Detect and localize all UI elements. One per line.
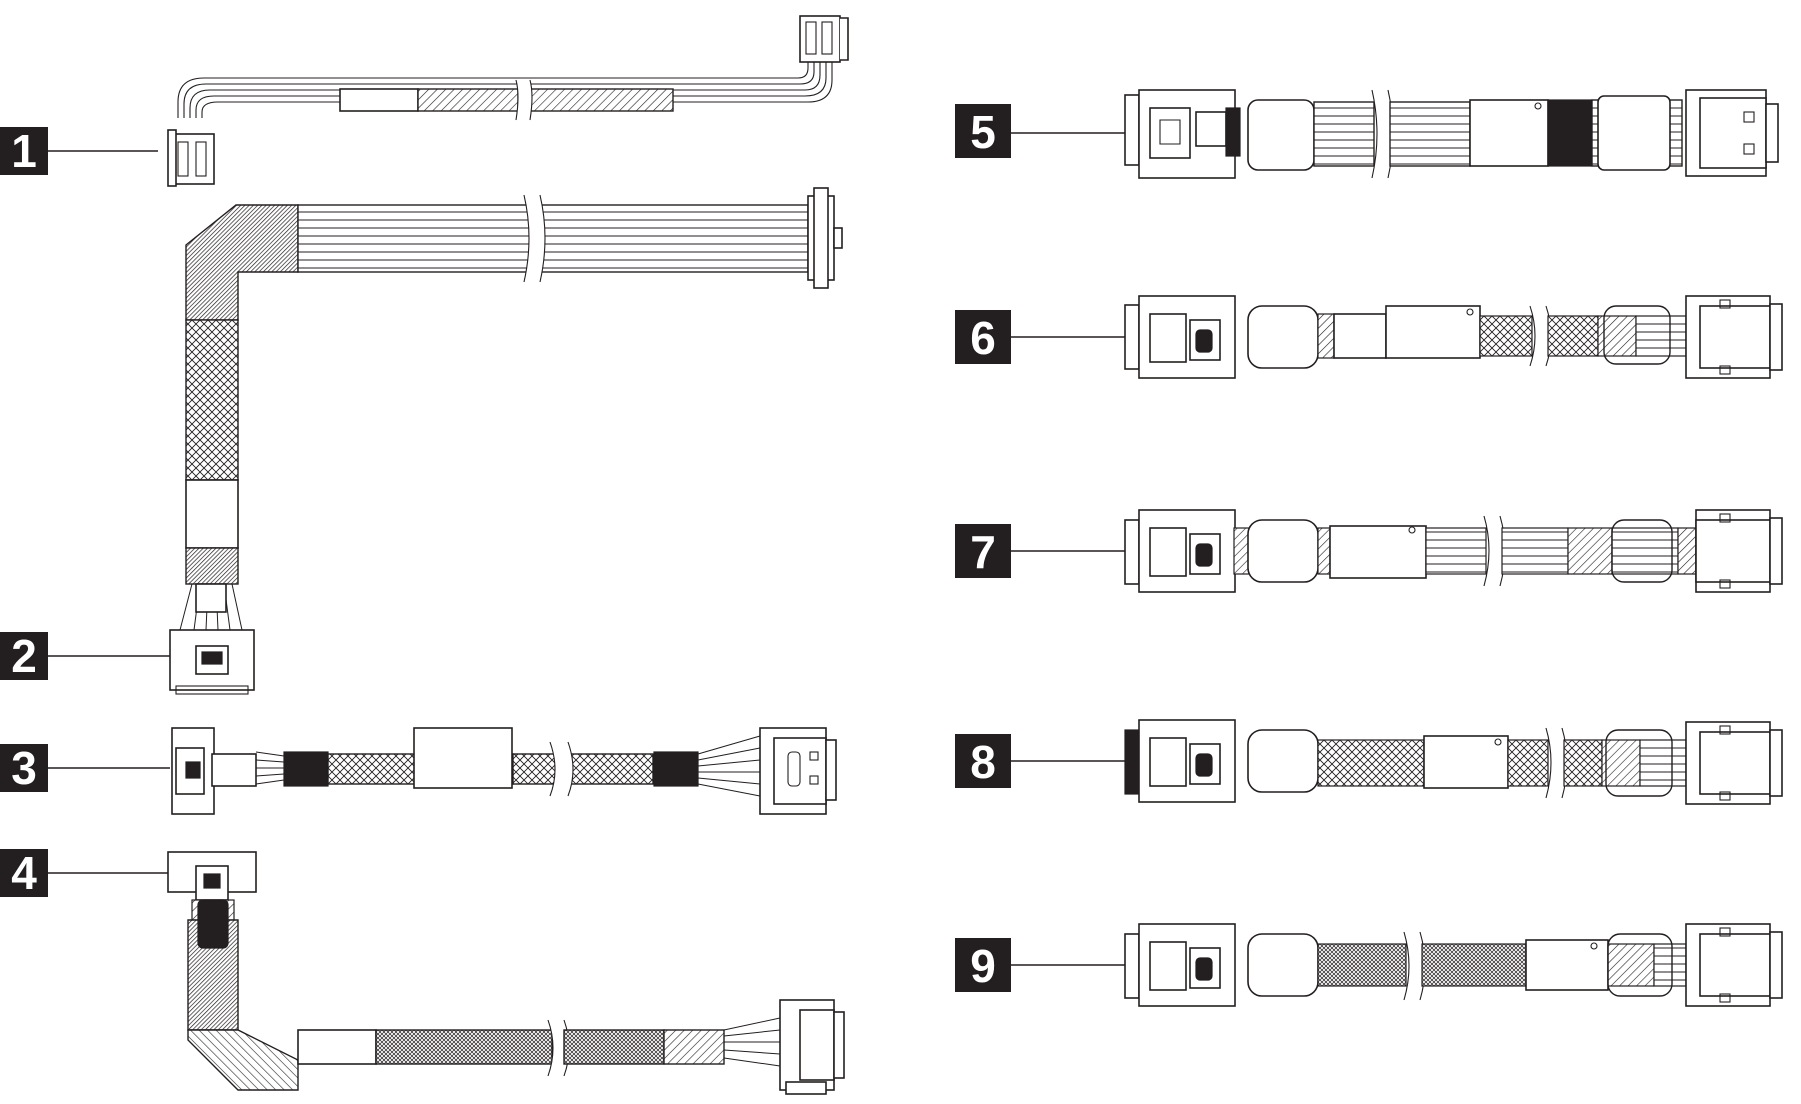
callout-5: 5	[955, 104, 1125, 158]
cable-5	[1124, 89, 1779, 179]
cable-1	[167, 15, 849, 187]
callout-3: 3	[0, 742, 170, 794]
callout-9: 9	[955, 938, 1125, 992]
cable-8	[1124, 719, 1783, 805]
callout-4-label: 4	[11, 847, 37, 899]
callout-1: 1	[0, 125, 158, 177]
callout-2: 2	[0, 630, 200, 682]
cable-6	[1124, 295, 1783, 379]
callout-2-label: 2	[11, 630, 37, 682]
callout-6-label: 6	[970, 312, 996, 364]
cable-3	[171, 727, 837, 815]
cable-2	[169, 187, 843, 695]
callout-8-label: 8	[970, 736, 996, 788]
callout-9-label: 9	[970, 940, 996, 992]
callout-3-label: 3	[11, 742, 37, 794]
cable-7	[1124, 509, 1783, 593]
callout-1-label: 1	[11, 125, 37, 177]
cable-4	[167, 851, 845, 1095]
callout-4: 4	[0, 847, 168, 899]
callout-6: 6	[955, 310, 1125, 364]
callout-8: 8	[955, 734, 1125, 788]
cable-9	[1124, 923, 1783, 1007]
callout-7: 7	[955, 524, 1125, 578]
callout-5-label: 5	[970, 106, 996, 158]
callout-7-label: 7	[970, 526, 996, 578]
